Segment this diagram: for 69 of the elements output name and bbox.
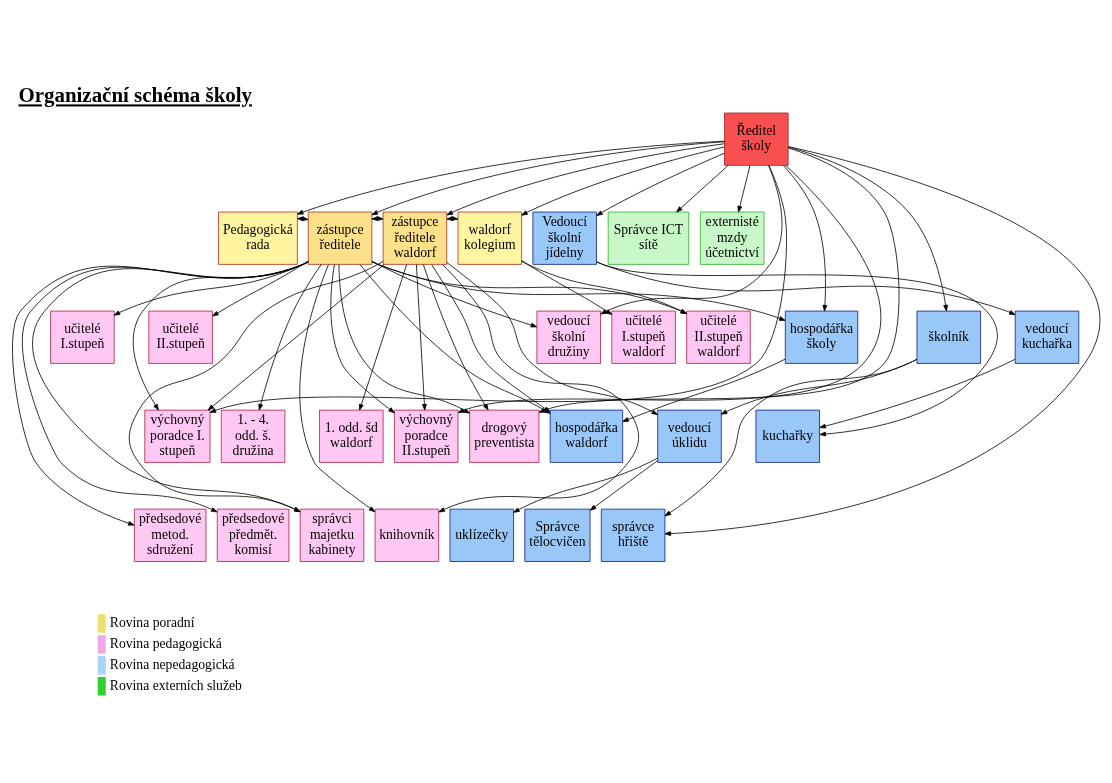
node-box: waldorf kolegium — [457, 211, 523, 265]
node-box: výchovný poradce I. stupeň — [144, 409, 211, 463]
arrow — [258, 263, 322, 410]
node-box: správce hřiště — [600, 508, 666, 562]
arrow — [207, 263, 385, 410]
node-box: Ředitel školy — [724, 112, 789, 166]
arrow — [371, 260, 786, 321]
node-box: kuchařky — [755, 409, 820, 463]
arrow — [819, 358, 1016, 428]
arrow — [416, 263, 427, 410]
arrow — [596, 152, 725, 216]
arrow — [330, 263, 395, 413]
node-box: 1. - 4. odd. š. družina — [220, 409, 286, 463]
node-box: učitelé II.stupeň — [148, 310, 213, 364]
arrow — [113, 260, 309, 316]
arrow — [132, 260, 309, 410]
node-box: knihovník — [374, 508, 440, 562]
arrow — [446, 142, 725, 215]
legend-label: Rovina nepedagogická — [109, 656, 235, 672]
legend-label: Rovina pedagogická — [109, 635, 222, 651]
legend-label: Rovina externích služeb — [109, 677, 242, 693]
arrow — [596, 260, 998, 436]
arrow — [596, 260, 1016, 315]
node-box: Správce tělocvičen — [524, 508, 591, 562]
node-box: vedoucí kuchařka — [1014, 310, 1080, 364]
arrow — [359, 263, 407, 410]
arrow — [664, 358, 918, 516]
arrow — [600, 164, 783, 314]
node-box: Pedagogická rada — [218, 211, 298, 265]
arrow — [782, 164, 828, 311]
arrow — [521, 146, 725, 216]
arrow — [297, 140, 725, 215]
node-box: Správce ICT sítě — [607, 211, 690, 265]
node-box: výchovný poradce II.stupeň — [394, 409, 459, 463]
node-box: učitelé II.stupeň waldorf — [686, 310, 751, 364]
node-box: školník — [916, 310, 981, 364]
node-box: Vedoucí školní jídelny — [532, 211, 597, 265]
arrow — [371, 140, 725, 215]
arrow — [371, 260, 538, 327]
node-box: externisté mzdy účetnictví — [699, 211, 765, 265]
arrow — [589, 459, 658, 511]
node-box: 1. odd. šd waldorf — [319, 409, 384, 463]
node-box: hospodářka školy — [784, 310, 859, 364]
arrow — [737, 164, 751, 212]
arrow — [438, 263, 639, 512]
arrow — [521, 260, 687, 314]
arrow — [338, 263, 470, 414]
node-box: uklízečky — [449, 508, 514, 562]
arrow — [664, 145, 1099, 536]
arrow — [422, 263, 489, 410]
node-box: vedoucí školní družiny — [536, 310, 601, 364]
node-box: učitelé I.stupeň waldorf — [611, 310, 676, 364]
legend-label: Rovina poradní — [109, 614, 195, 630]
arrow — [513, 457, 658, 513]
arrow — [299, 263, 376, 512]
node-box: zástupce ředitele waldorf — [382, 211, 448, 265]
node-box: předsedové předmět. komisí — [216, 508, 290, 562]
arrow — [622, 358, 786, 422]
node-box: hospodářka waldorf — [549, 409, 624, 463]
node-box: zástupce ředitele — [307, 211, 373, 265]
node-box: předsedové metod. sdružení — [133, 508, 207, 562]
node-box: vedoucí úklidu — [657, 409, 722, 463]
node-box: učitelé I.stupeň — [50, 310, 115, 364]
node-box: drogový preventista — [469, 409, 540, 463]
node-box: správci majetku kabinety — [299, 508, 365, 562]
arrow — [212, 260, 309, 316]
arrow — [521, 259, 613, 315]
diagram-title: Organizační schéma školy — [18, 82, 253, 107]
arrow — [676, 164, 729, 212]
